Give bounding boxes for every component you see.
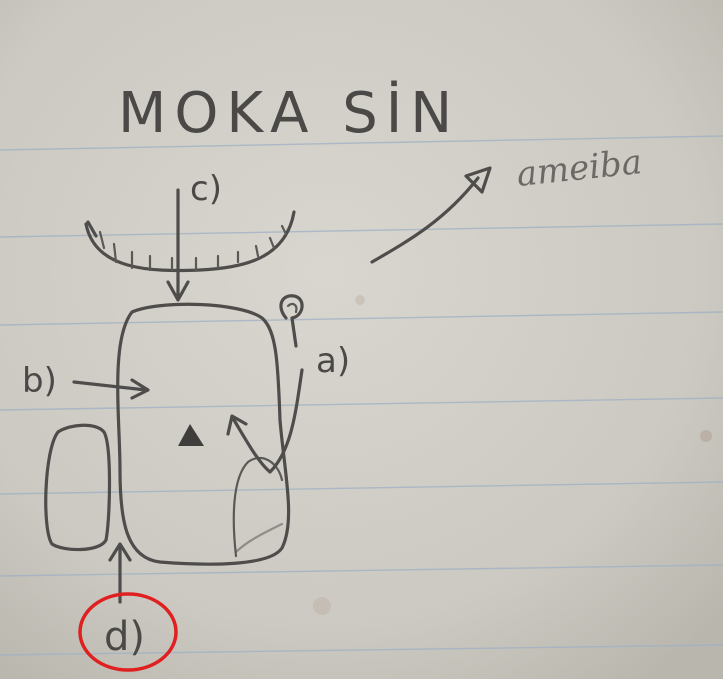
label-d-arrowhead	[108, 542, 132, 562]
label-a-pointer	[232, 368, 304, 474]
small-structure-detail	[286, 302, 298, 314]
stain	[313, 597, 331, 615]
nucleus-mark	[178, 424, 204, 446]
inner-vacuole	[232, 456, 284, 558]
label-a-arrowhead	[226, 414, 248, 436]
small-structure	[279, 294, 304, 348]
cell-body	[116, 302, 291, 566]
label-b: b)	[22, 361, 57, 401]
label-b-arrow	[72, 380, 148, 392]
label-c: c)	[190, 169, 222, 209]
left-shape	[44, 423, 112, 552]
label-a: a)	[316, 341, 350, 381]
label-c-arrowhead	[166, 280, 190, 302]
food-cup	[84, 210, 296, 273]
stain	[700, 430, 712, 442]
diagram-title: MOKA SİN	[118, 81, 460, 146]
ruled-lines	[0, 135, 723, 656]
ameiba-arrowhead	[464, 166, 492, 194]
stain	[355, 295, 365, 305]
label-b-arrowhead	[130, 378, 150, 400]
ameiba-arrow	[370, 176, 480, 264]
highlight-circle	[78, 592, 178, 672]
label-d: d)	[104, 614, 145, 660]
inner-vacuole-shade	[234, 522, 284, 554]
